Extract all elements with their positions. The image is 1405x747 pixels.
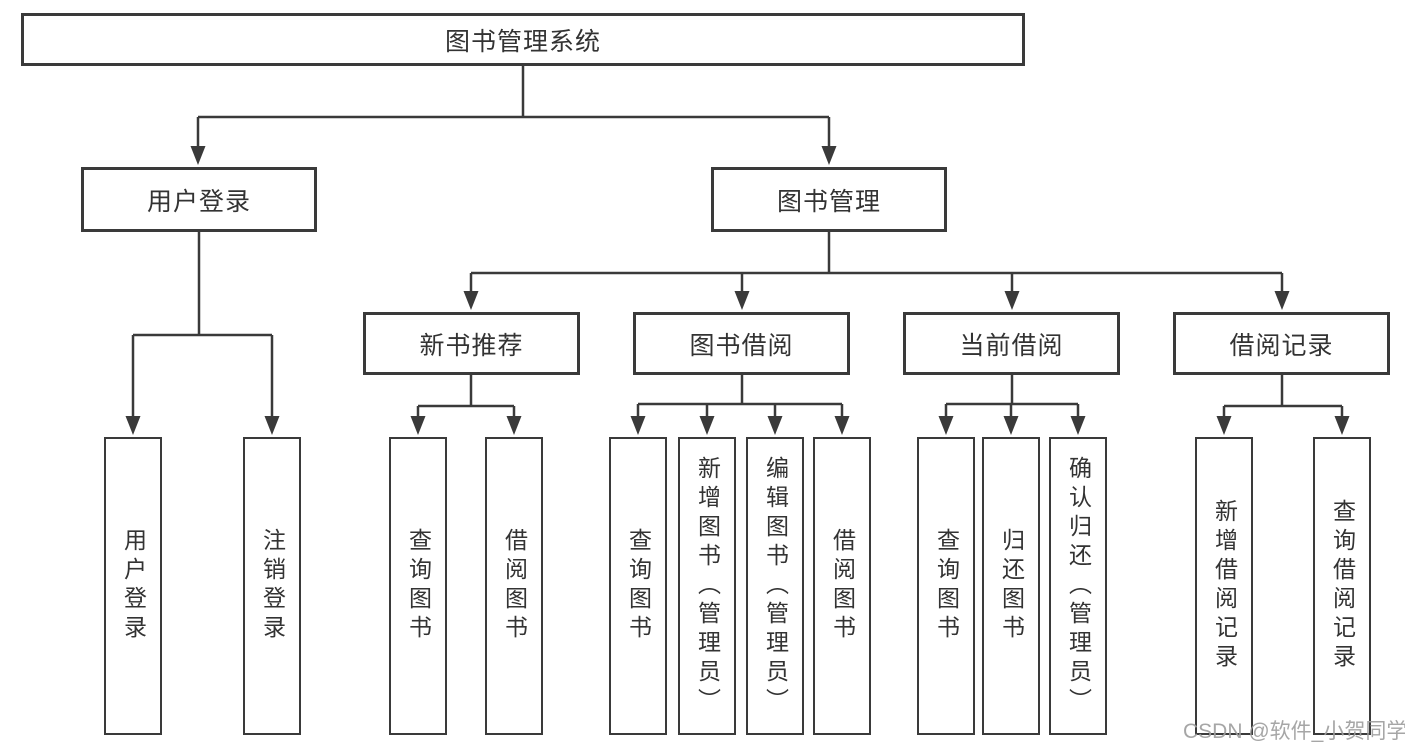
leaf-add-borrow-record: 新增借阅记录 [1195,437,1253,735]
leaf-borrow-books: 借阅图书 [813,437,871,735]
node-label: 图书管理 [776,187,881,216]
csdn-watermark: CSDN @软件_小贺同学 [1183,720,1405,743]
leaf-query-borrow-record: 查询借阅记录 [1313,437,1371,735]
node-label: 用户登录 [120,528,147,644]
node-user-login-branch: 用户登录 [81,167,317,232]
node-label: 新增借阅记录 [1211,499,1238,673]
leaf-add-books-admin: 新增图书（管理员） [678,437,736,735]
leaf-confirm-return-admin: 确认归还（管理员） [1049,437,1107,735]
node-root-system: 图书管理系统 [21,13,1025,66]
node-label: 借阅图书 [829,528,856,644]
leaf-query-books-current: 查询图书 [917,437,975,735]
node-label: 新增图书（管理员） [694,455,721,717]
leaf-borrow-books-recommend: 借阅图书 [485,437,543,735]
node-label: 归还图书 [998,528,1025,644]
node-book-borrowing: 图书借阅 [633,312,850,375]
node-label: 编辑图书（管理员） [762,455,789,717]
node-label: 注销登录 [259,528,286,644]
node-label: 当前借阅 [959,331,1064,360]
leaf-edit-books-admin: 编辑图书（管理员） [746,437,804,735]
leaf-logout: 注销登录 [243,437,301,735]
node-new-book-recommend: 新书推荐 [363,312,580,375]
leaf-return-books: 归还图书 [982,437,1040,735]
node-label: 确认归还（管理员） [1065,455,1092,717]
node-label: 用户登录 [146,187,251,216]
node-label: 查询借阅记录 [1329,499,1356,673]
node-label: 查询图书 [405,528,432,644]
node-label: 查询图书 [933,528,960,644]
node-borrowing-records: 借阅记录 [1173,312,1390,375]
node-label: 借阅记录 [1229,331,1334,360]
leaf-user-login: 用户登录 [104,437,162,735]
node-label: 查询图书 [625,528,652,644]
node-current-borrowing: 当前借阅 [903,312,1120,375]
node-label: 图书管理系统 [444,27,601,56]
node-label: 新书推荐 [419,331,524,360]
node-book-management-branch: 图书管理 [711,167,947,232]
node-label: 图书借阅 [689,331,794,360]
leaf-query-books-borrowing: 查询图书 [609,437,667,735]
leaf-query-books-recommend: 查询图书 [389,437,447,735]
node-label: 借阅图书 [501,528,528,644]
